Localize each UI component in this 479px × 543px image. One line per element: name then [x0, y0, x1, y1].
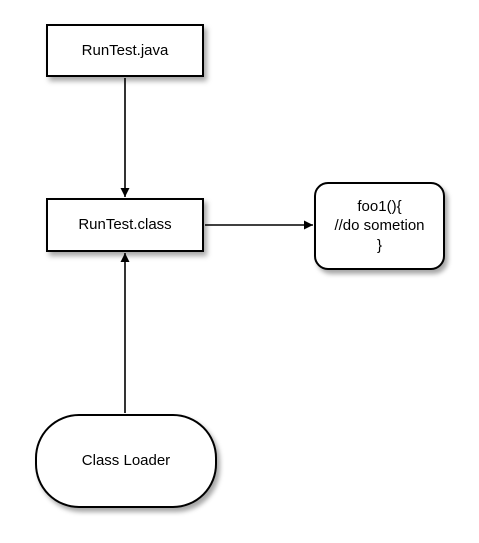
- node-runtest-class: RunTest.class: [46, 198, 204, 252]
- node-runtest-java: RunTest.java: [46, 24, 204, 77]
- node-runtest-java-label: RunTest.java: [81, 41, 169, 59]
- method-line-body: //do sometion: [334, 217, 425, 235]
- node-method-foo1: foo1(){ //do sometion }: [314, 182, 445, 270]
- method-line-signature: foo1(){: [357, 197, 402, 215]
- node-class-loader-label: Class Loader: [81, 452, 171, 470]
- node-runtest-class-label: RunTest.class: [78, 216, 172, 234]
- node-class-loader: Class Loader: [35, 414, 217, 508]
- method-line-close: }: [376, 236, 382, 254]
